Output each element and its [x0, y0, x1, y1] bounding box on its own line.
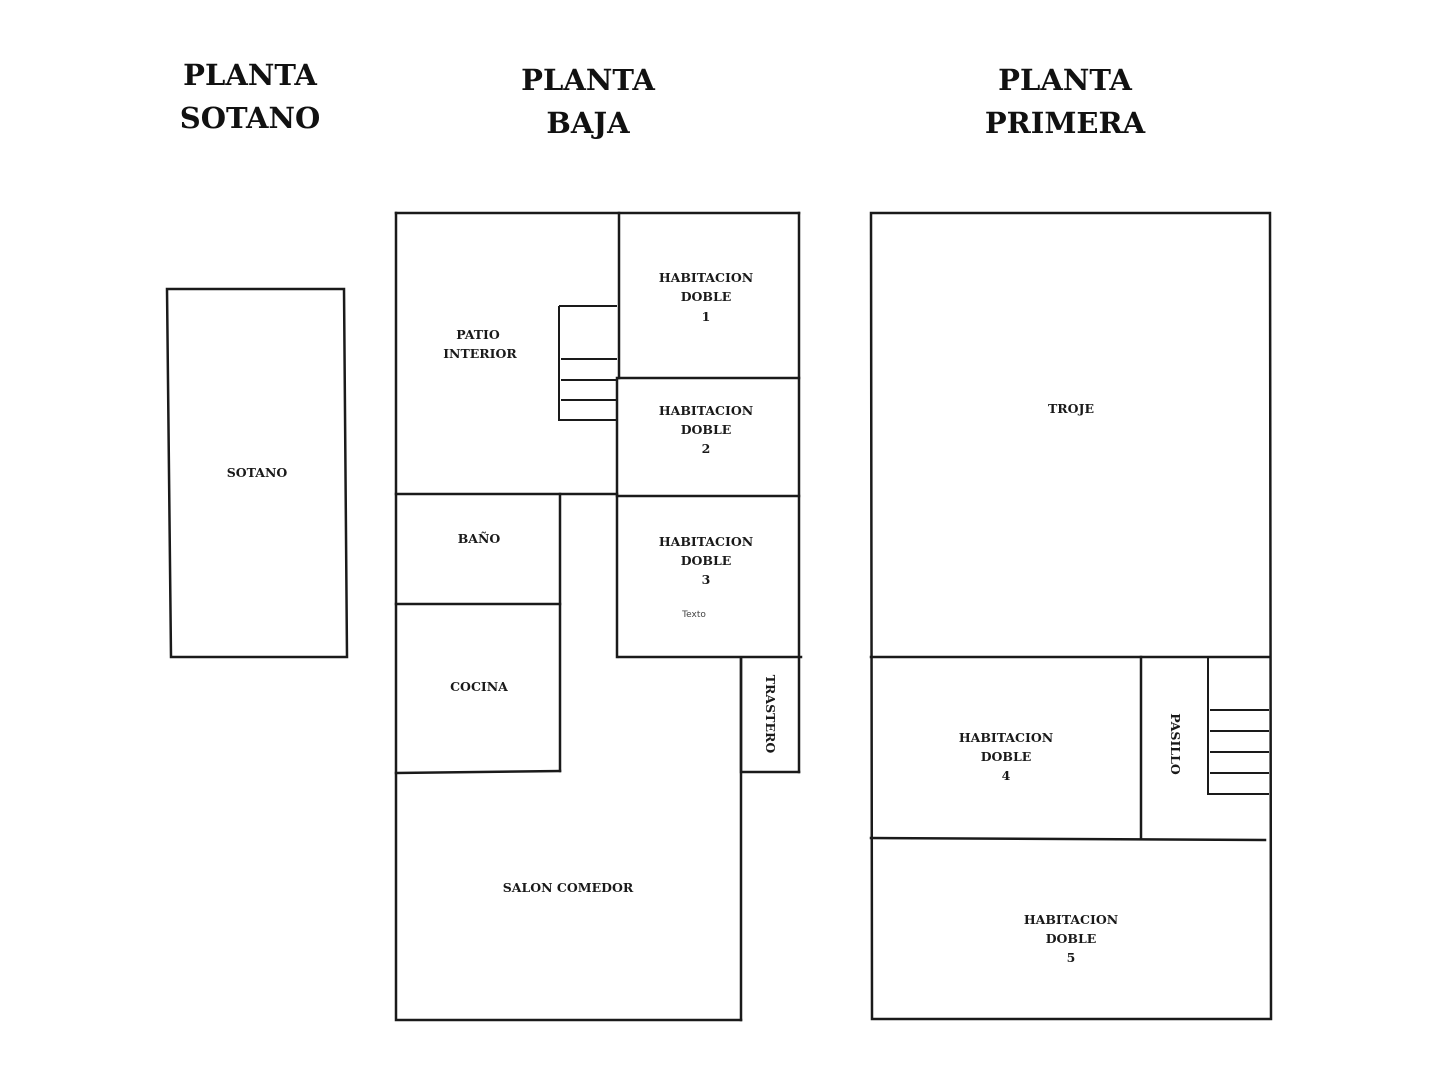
stairs-primera	[1207, 657, 1269, 795]
room-troje-label: TROJE	[1048, 401, 1094, 416]
room-hab1-label-1: HABITACION	[659, 270, 753, 285]
room-trastero-label: TRASTERO	[763, 675, 778, 754]
room-pasillo-label: PASILLO	[1168, 713, 1183, 775]
room-hab2-label-2: DOBLE	[681, 422, 732, 437]
room-hab2-label-3: 2	[702, 441, 711, 456]
title-primera-line1: PLANTA	[998, 63, 1132, 97]
wall-sotano	[165, 287, 349, 659]
title-sotano-line2: SOTANO	[180, 101, 320, 135]
room-hab3-note: Texto	[681, 610, 706, 620]
room-salon-label: SALON COMEDOR	[503, 880, 634, 895]
room-hab3-label-1: HABITACION	[659, 534, 753, 549]
title-sotano-line1: PLANTA	[183, 58, 317, 92]
room-hab4-label-2: DOBLE	[981, 749, 1032, 764]
title-baja-line2: BAJA	[546, 106, 630, 140]
plan-baja: PATIO INTERIOR HABITACION DOBLE 1 HABITA…	[394, 211, 803, 1022]
room-hab3-label-2: DOBLE	[681, 553, 732, 568]
room-sotano-label: SOTANO	[227, 465, 288, 480]
room-patio-label-1: PATIO	[456, 327, 500, 342]
title-baja-line1: PLANTA	[521, 63, 655, 97]
wall-primera-outer	[869, 211, 1273, 1021]
plan-primera: TROJE HABITACION DOBLE 4 PASILLO HABITAC…	[869, 211, 1273, 1021]
title-primera-line2: PRIMERA	[985, 106, 1146, 140]
room-bano-label: BAÑO	[458, 531, 501, 546]
room-hab2-label-1: HABITACION	[659, 403, 753, 418]
wall-hab5-top	[869, 836, 1267, 842]
room-hab5-label-3: 5	[1067, 950, 1076, 965]
room-hab5-label-1: HABITACION	[1024, 912, 1118, 927]
room-hab1-label-2: DOBLE	[681, 289, 732, 304]
wall-cocina-bottom	[394, 769, 562, 775]
room-cocina-label: COCINA	[450, 679, 508, 694]
room-hab4-label-3: 4	[1002, 768, 1011, 783]
room-hab5-label-2: DOBLE	[1046, 931, 1097, 946]
stairs-baja	[558, 305, 617, 421]
plan-sotano: SOTANO	[165, 287, 349, 659]
wall-baja-left-bottom	[394, 211, 743, 1022]
room-hab1-label-3: 1	[702, 309, 711, 324]
room-hab3-label-3: 3	[702, 572, 711, 587]
room-patio-label-2: INTERIOR	[443, 346, 517, 361]
wall-trastero	[739, 656, 801, 774]
room-hab4-label-1: HABITACION	[959, 730, 1053, 745]
